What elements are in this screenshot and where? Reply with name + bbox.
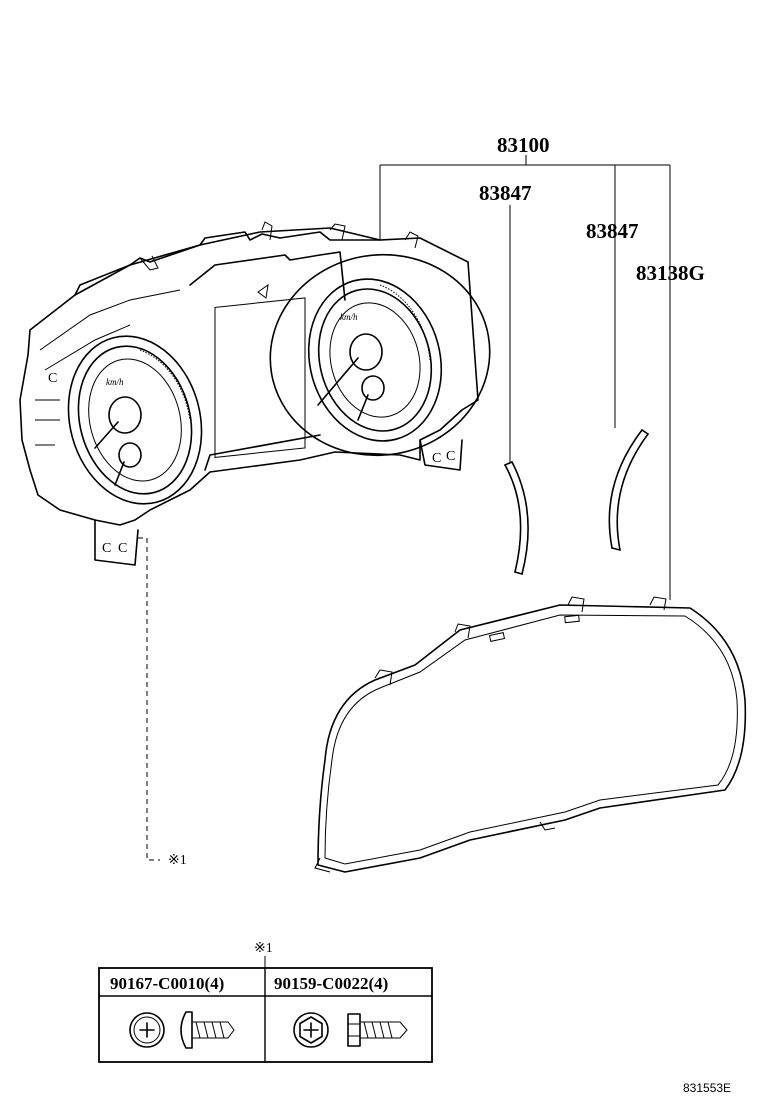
part-number-83847-left: 83847	[479, 181, 532, 205]
part-number-83138g: 83138G	[636, 261, 705, 285]
clip-mark-right: C	[432, 451, 441, 466]
table-marker: ※1	[254, 941, 273, 956]
part-number-83100: 83100	[497, 133, 550, 157]
part-number-83847-right: 83847	[586, 219, 639, 243]
hex-flange-screw-icon	[293, 1012, 408, 1048]
gauge-ring-right	[608, 429, 649, 551]
fastener-table: ※1 90167-C0010(4) 90159-C0022(4)	[98, 941, 433, 1063]
combination-meter-assembly: C C C C C km/h	[19, 221, 491, 566]
phillips-pan-screw-icon	[129, 1011, 235, 1049]
gauge-ring-left	[504, 461, 529, 575]
right-gauge: km/h	[269, 253, 491, 457]
right-gauge-unit: km/h	[340, 312, 358, 322]
figure-id: 831553E	[683, 1081, 731, 1095]
fastener-part-number-1: 90167-C0010(4)	[110, 974, 224, 993]
leader-lines	[379, 155, 671, 600]
clip-mark-side: C	[48, 371, 57, 386]
left-gauge-unit: km/h	[106, 377, 124, 387]
meter-glass	[314, 596, 747, 873]
reference-note-1: ※1	[168, 853, 187, 868]
clip-mark-right-2: C	[446, 449, 455, 464]
fastener-part-number-2: 90159-C0022(4)	[274, 974, 388, 993]
reference-leader: ※1	[138, 537, 187, 868]
left-gauge: km/h	[67, 335, 203, 505]
clip-mark-left-2: C	[118, 541, 127, 556]
clip-mark-left: C	[102, 541, 111, 556]
